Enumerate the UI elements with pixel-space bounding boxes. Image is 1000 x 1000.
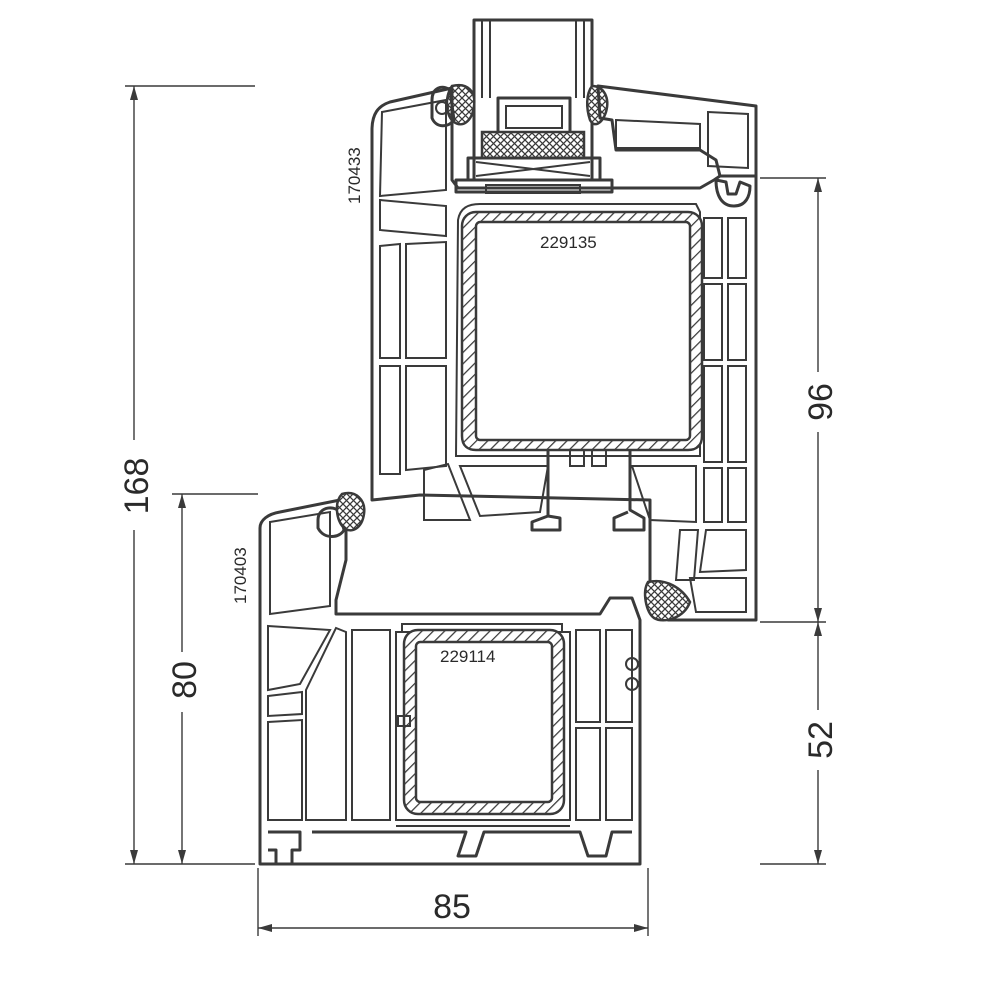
dimension-85 [257,868,649,936]
sash-bead-clip [430,85,456,128]
dimension-label-52: 52 [802,721,840,759]
frame-reinforcement-code: 229114 [440,647,495,666]
frame-gasket-right [643,579,692,622]
glass-pane [454,18,614,194]
sash-profile-code: 170433 [345,147,364,204]
dimension-label-96: 96 [802,383,840,421]
dimension-label-85: 85 [433,888,471,926]
sash-profile [370,84,758,622]
dimension-label-80: 80 [166,661,204,699]
dimension-label-168: 168 [118,458,156,515]
frame-profile-code: 170403 [231,547,250,604]
sash-gasket-right [586,84,609,126]
frame-reinforcement [397,628,566,816]
frame-gasket-top [335,491,366,532]
sash-reinforcement-code: 229135 [540,233,597,252]
sash-reinforcement [460,210,704,452]
